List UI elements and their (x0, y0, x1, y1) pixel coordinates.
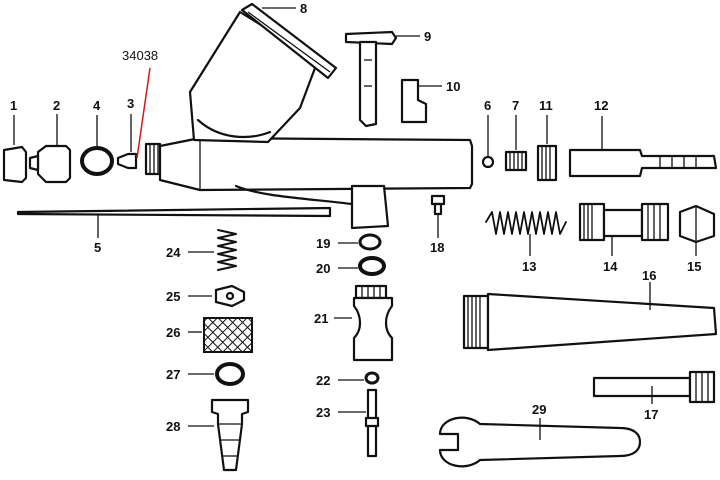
label-29: 29 (532, 402, 546, 417)
label-1: 1 (10, 98, 17, 113)
label-7: 7 (512, 98, 519, 113)
part-11-spring-guide (536, 115, 558, 182)
part-22-small-o-ring (338, 371, 380, 385)
label-3: 3 (127, 96, 134, 111)
label-24: 24 (166, 245, 181, 260)
part-12-needle-chuck (568, 116, 718, 178)
callout-leader (136, 67, 151, 159)
label-20: 20 (316, 261, 330, 276)
part-10-lever (400, 78, 442, 124)
label-21: 21 (314, 311, 328, 326)
label-10: 10 (446, 79, 460, 94)
label-22: 22 (316, 373, 330, 388)
part-28-valve-body (188, 398, 250, 472)
label-4: 4 (93, 98, 101, 113)
label-26: 26 (166, 325, 180, 340)
label-23: 23 (316, 405, 330, 420)
part-25-seal (188, 284, 246, 308)
label-6: 6 (484, 98, 491, 113)
label-9: 9 (424, 29, 431, 44)
label-12: 12 (594, 98, 608, 113)
label-25: 25 (166, 289, 180, 304)
part-6-washer (481, 115, 495, 169)
part-23-valve-stem (338, 388, 380, 458)
label-28: 28 (166, 419, 180, 434)
label-17: 17 (644, 407, 658, 422)
part-7-guide-nut (504, 115, 528, 172)
label-27: 27 (166, 367, 180, 382)
part-14-spring-retainer (578, 202, 670, 256)
part-24-small-spring (188, 229, 237, 271)
part-1-nozzle-cap (2, 115, 28, 184)
part-5-needle (16, 206, 332, 238)
label-2: 2 (53, 98, 60, 113)
label-19: 19 (316, 236, 330, 251)
part-3-nozzle-tip (116, 114, 138, 170)
label-14: 14 (603, 259, 618, 274)
part-27-o-ring (188, 362, 245, 386)
label-15: 15 (687, 259, 701, 274)
part-17-valve-stem (592, 370, 716, 404)
part-2-nozzle-cone (28, 114, 72, 184)
callout-34038: 34038 (122, 48, 158, 63)
part-20-o-ring (338, 256, 386, 276)
label-11: 11 (539, 98, 553, 113)
part-4-o-ring (80, 115, 114, 176)
label-18: 18 (430, 240, 444, 255)
label-13: 13 (522, 259, 536, 274)
part-21-valve-housing (334, 284, 394, 362)
part-18-valve-screw (430, 194, 446, 238)
part-8-cup-lid (240, 2, 338, 80)
part-29-wrench (438, 416, 642, 468)
part-15-cap-nut (678, 204, 716, 256)
part-26-filter-mesh (188, 317, 253, 353)
label-8: 8 (300, 1, 307, 16)
part-13-spring (485, 211, 567, 256)
label-5: 5 (94, 240, 101, 255)
part-9-trigger (344, 30, 420, 128)
part-19-o-ring (338, 233, 382, 251)
label-16: 16 (642, 268, 656, 283)
part-16-handle (462, 282, 718, 352)
